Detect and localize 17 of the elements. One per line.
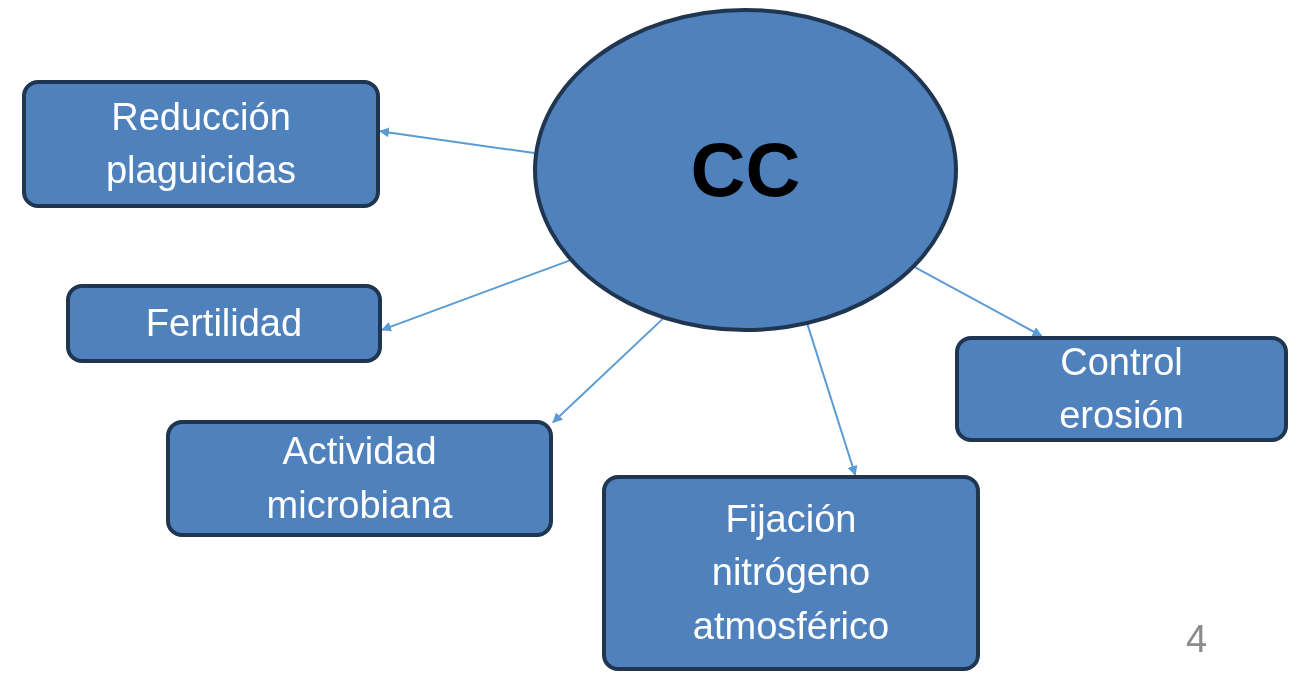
rounded-box	[955, 336, 1288, 442]
rounded-box	[22, 80, 380, 208]
node-label: Control erosión	[1058, 339, 1185, 438]
node-label: Reducción plaguicidas	[104, 94, 298, 193]
arrow	[381, 259, 571, 332]
center-label: CC	[690, 125, 801, 214]
rounded-box	[166, 420, 553, 537]
arrow	[379, 127, 536, 155]
node-label: Fertilidad	[145, 300, 303, 346]
rounded-box	[602, 475, 980, 671]
node-label: Actividad microbiana	[265, 429, 454, 528]
arrow	[552, 318, 664, 424]
node-label: Fijación nitrógeno atmosférico	[691, 497, 891, 649]
arrow	[806, 323, 858, 476]
page-number: 4	[1186, 618, 1208, 661]
arrow	[914, 266, 1043, 337]
rounded-box	[66, 284, 382, 363]
